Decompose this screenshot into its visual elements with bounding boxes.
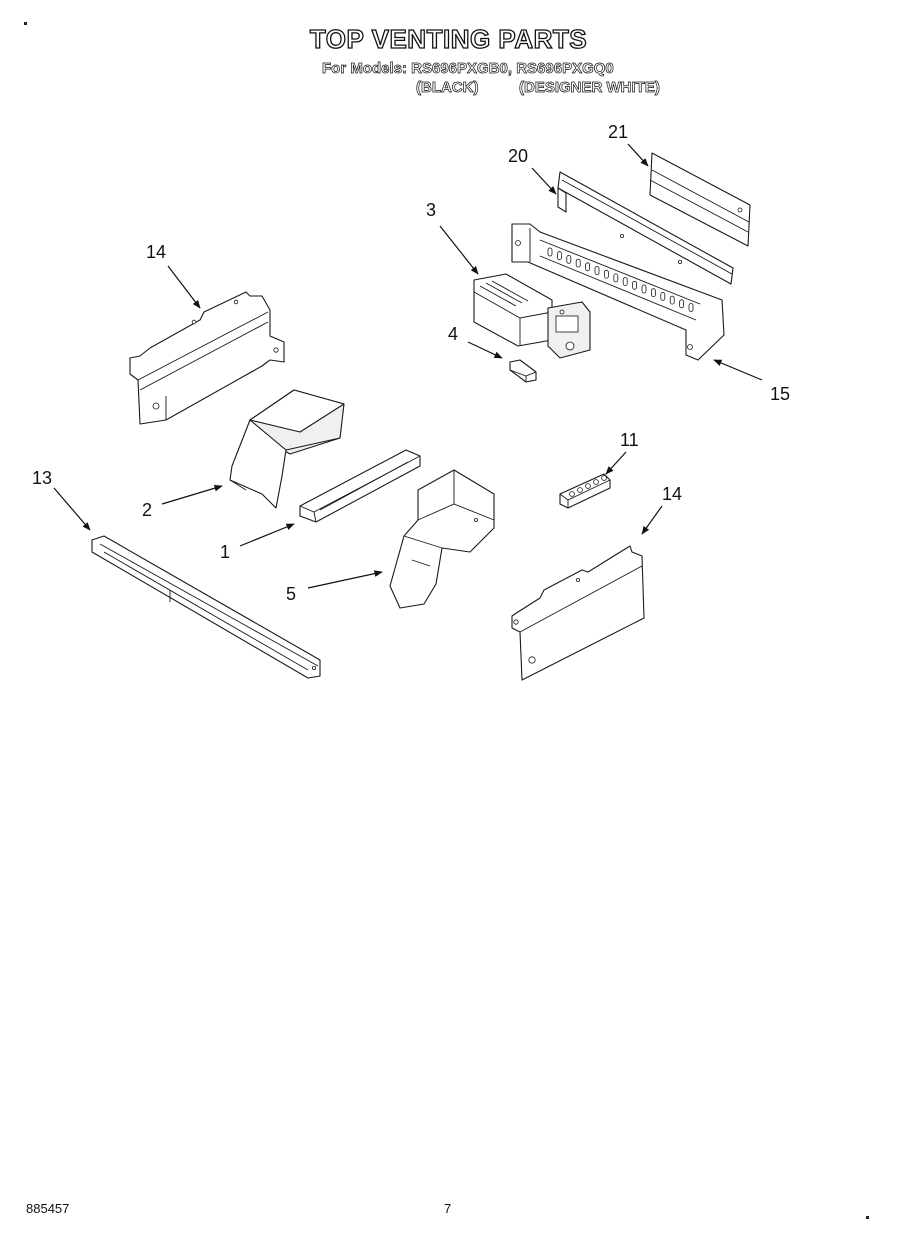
perforation-slot [604,269,609,279]
part-14-right-bracket [511,545,645,681]
page-title: TOP VENTING PARTS [309,23,588,54]
leader-lines [53,143,763,589]
part-1-strip [299,449,421,523]
callout-4: 4 [448,324,458,344]
callout-14-right: 14 [662,484,682,504]
leader-3 [439,225,479,275]
part-15-perforated-bracket [511,223,725,361]
callout-1: 1 [220,542,230,562]
corner-mark [866,1216,869,1219]
part-21-bracket [649,152,751,247]
perforation-slot [669,295,675,305]
models-line: For Models: RS696PXGB0, RS696PXGQ0 [322,60,614,78]
leader-11 [605,451,627,475]
variant-white-label: (DESIGNER WHITE) [519,79,661,97]
perforation-slot [632,280,637,290]
variant-black-label: (BLACK) [416,79,479,97]
leader-15 [713,359,763,381]
perforation-slot [660,291,666,301]
perforation-slot [594,266,600,275]
part-5-deflector [389,469,495,609]
leader-2 [161,484,223,505]
perforation-slot [688,303,694,312]
perforation-slot [575,258,581,268]
leader-4 [467,341,503,359]
leader-14-right [641,505,663,535]
perforation-slot [651,288,656,298]
callout-labels: 21 20 3 4 15 14 2 1 5 11 13 14 [32,122,790,604]
perforation-slot [557,251,562,261]
leader-21 [627,143,649,167]
callout-3: 3 [426,200,436,220]
document-number: 885457 [26,1201,70,1216]
perforation-slot [547,247,553,257]
part-14-left-bracket [129,291,285,425]
leader-13 [53,487,91,531]
leader-1 [239,523,295,547]
callout-14-left: 14 [146,242,166,262]
callout-20: 20 [508,146,528,166]
perforation-slot [566,254,572,264]
callout-15: 15 [770,384,790,404]
corner-mark [24,22,27,25]
leader-20 [531,167,557,195]
part-4-connector [509,359,537,383]
callout-11: 11 [620,430,639,450]
callout-2: 2 [142,500,152,520]
part-20-rail [557,171,734,285]
leader-14-left [167,265,201,309]
part-11-terminal-block [559,473,611,509]
leader-5 [307,570,383,589]
part-3-vent-motor-assembly [473,273,591,359]
perforation-slot [641,284,647,294]
part-2-duct [229,389,345,509]
page-number: 7 [444,1201,452,1216]
perforation-slot [585,262,590,272]
callout-21: 21 [608,122,628,142]
callout-13: 13 [32,468,52,488]
perforation-slot [622,277,628,287]
perforation-slot [679,299,684,309]
part-13-long-rail [91,535,321,679]
callout-5: 5 [286,584,296,604]
perforation-slot [613,273,619,283]
